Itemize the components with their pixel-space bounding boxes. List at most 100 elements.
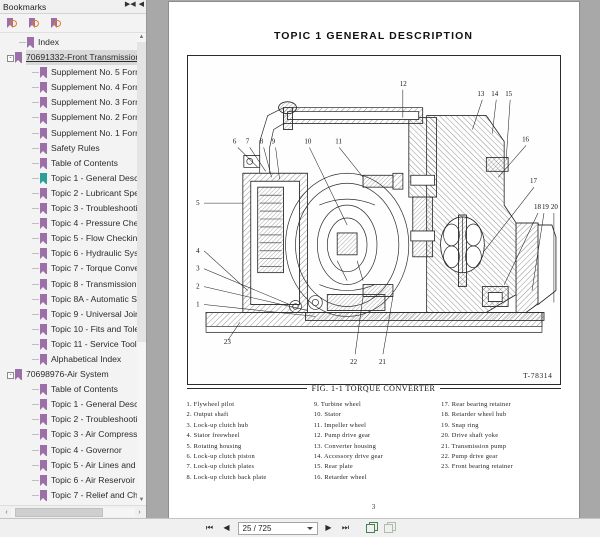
vscroll-thumb[interactable]: [137, 42, 146, 342]
bookmark-icon: [40, 474, 47, 486]
expand-all-icon[interactable]: ▶◀: [124, 1, 136, 8]
bookmark-item[interactable]: -70691332-Front Transmission: [0, 50, 146, 66]
bookmark-label: Topic 8 - Treadle Valve: [51, 503, 138, 506]
bookmark-item[interactable]: Supplement No. 5 Form 70691: [0, 65, 146, 80]
tree-collapse-toggle-icon[interactable]: -: [6, 50, 15, 65]
legend-entry: 7. Lock-up clutch plates: [186, 463, 255, 471]
bookmark-icon: [40, 172, 47, 184]
bookmark-item[interactable]: Topic 2 - Troubleshooting: [0, 412, 146, 427]
previous-page-button[interactable]: ◀: [221, 522, 233, 535]
legend-entry: 14. Accessory drive gear: [313, 452, 384, 460]
page-number-combobox[interactable]: [237, 521, 318, 535]
legend-entry: 12. Pump drive gear: [313, 432, 371, 440]
bookmark-item[interactable]: Topic 6 - Air Reservoir Drain Coc: [0, 473, 146, 488]
bookmark-item[interactable]: Supplement No. 1 Form 70691: [0, 126, 146, 141]
tree-line: [31, 65, 40, 80]
bookmark-icon: [40, 187, 47, 199]
last-page-button[interactable]: ⏭: [340, 522, 352, 535]
document-viewer[interactable]: TOPIC 1 GENERAL DESCRIPTION: [147, 0, 600, 518]
svg-text:4: 4: [196, 247, 200, 255]
bookmark-item[interactable]: Topic 8A - Automatic Shift: [0, 292, 146, 307]
two-page-view-button[interactable]: [383, 522, 397, 534]
svg-text:12: 12: [399, 80, 406, 88]
bookmark-item[interactable]: Supplement No. 4 Form 70691: [0, 80, 146, 95]
bookmark-item[interactable]: Topic 2 - Lubricant Specification: [0, 186, 146, 201]
single-page-view-button[interactable]: [365, 522, 379, 534]
hscroll-left-arrow-icon[interactable]: ‹: [5, 508, 8, 516]
bookmark-label: Topic 2 - Lubricant Specification: [51, 187, 146, 198]
bookmark-item[interactable]: Topic 9 - Universal Joint: [0, 307, 146, 322]
hscroll-thumb[interactable]: [15, 507, 103, 517]
svg-text:9: 9: [271, 137, 275, 145]
bookmark-item[interactable]: Topic 3 - Air Compressor: [0, 427, 146, 442]
bookmark-label: Topic 9 - Universal Joint: [51, 308, 143, 319]
tree-line: [31, 443, 40, 458]
bookmark-item[interactable]: Topic 3 - Troubleshooting: [0, 201, 146, 216]
bookmark-icon: [40, 354, 47, 366]
svg-text:20: 20: [550, 203, 557, 211]
legend-entry: 9. Turbine wheel: [313, 401, 361, 408]
vscroll-track[interactable]: [137, 42, 146, 496]
bookmark-item[interactable]: Alphabetical Index: [0, 352, 146, 367]
hscroll-right-arrow-icon[interactable]: ›: [138, 508, 141, 516]
svg-text:23: 23: [223, 338, 230, 346]
bookmark-item[interactable]: Topic 4 - Pressure Checking: [0, 216, 146, 231]
bookmark-item[interactable]: Topic 5 - Air Lines and Reservoi: [0, 458, 146, 473]
bookmark-item[interactable]: Topic 1 - General Description: [0, 397, 146, 412]
bookmark-item[interactable]: Topic 7 - Relief and Check Valve: [0, 488, 146, 503]
svg-text:15: 15: [505, 90, 512, 98]
page-number-input[interactable]: [242, 523, 301, 533]
new-bookmark-icon[interactable]: [7, 17, 18, 29]
next-page-button[interactable]: ▶: [323, 522, 335, 535]
bookmark-item[interactable]: Topic 10 - Fits and Tolerances: [0, 322, 146, 337]
hscroll-track[interactable]: [11, 507, 135, 517]
tree-line: [31, 261, 40, 276]
bookmark-item[interactable]: Topic 8 - Treadle Valve: [0, 503, 146, 506]
bookmarks-vertical-scrollbar[interactable]: ▲ ▼: [137, 33, 146, 505]
figure-caption-row: FIG. 1-1 TORQUE CONVERTER: [186, 384, 561, 393]
bookmark-item[interactable]: Topic 8 - Transmission: [0, 277, 146, 292]
bookmark-item[interactable]: -70698976-Air System: [0, 367, 146, 382]
svg-text:19: 19: [541, 203, 548, 211]
bookmark-item[interactable]: Topic 7 - Torque Converter: [0, 261, 146, 276]
bookmarks-horizontal-scrollbar[interactable]: ‹ ›: [0, 505, 146, 518]
bookmark-label: Topic 8A - Automatic Shift: [51, 293, 146, 304]
legend-entry: 15. Rear plate: [313, 463, 353, 471]
bookmark-item[interactable]: Index: [0, 35, 146, 50]
bookmark-item[interactable]: Supplement No. 2 Form 70691: [0, 110, 146, 125]
scroll-down-arrow-icon[interactable]: ▼: [138, 497, 145, 503]
bookmark-item[interactable]: Topic 11 - Service Tools: [0, 337, 146, 352]
tree-line: [31, 171, 40, 186]
bookmark-label: Table of Contents: [51, 157, 118, 168]
legend-entry: 3. Lock-up clutch hub: [186, 421, 249, 429]
tree-collapse-toggle-icon[interactable]: -: [6, 367, 15, 382]
svg-text:17: 17: [530, 177, 537, 185]
legend-entry: 11. Impeller wheel: [313, 421, 367, 429]
bookmark-item[interactable]: Topic 5 - Flow Checking: [0, 231, 146, 246]
page-navigation-toolbar: ⏮ ◀ ▶ ⏭: [0, 518, 600, 537]
bookmark-label: Topic 6 - Hydraulic System Com: [51, 248, 146, 259]
first-page-button[interactable]: ⏮: [204, 522, 216, 535]
scroll-up-arrow-icon[interactable]: ▲: [138, 34, 145, 40]
bookmark-item[interactable]: Safety Rules: [0, 141, 146, 156]
bookmark-item[interactable]: Table of Contents: [0, 156, 146, 171]
bookmark-item[interactable]: Table of Contents: [0, 382, 146, 397]
collapse-panel-icon[interactable]: ◀: [138, 1, 144, 8]
tree-line: [31, 307, 40, 322]
torque-converter-cross-section-diagram: 12 13 14 15 16 17 18 19 20 6 7 8: [196, 80, 558, 366]
chevron-down-icon[interactable]: [306, 526, 313, 530]
legend-entry: 22. Pump drive gear: [441, 452, 498, 460]
edit-bookmark-icon[interactable]: [29, 17, 40, 29]
bookmark-item[interactable]: Topic 1 - General Description: [0, 171, 146, 186]
bookmark-item[interactable]: Topic 6 - Hydraulic System Com: [0, 246, 146, 261]
svg-text:7: 7: [245, 137, 249, 145]
delete-bookmark-icon[interactable]: [51, 17, 62, 29]
legend-entry: 16. Retarder wheel: [313, 473, 367, 481]
bookmark-item[interactable]: Supplement No. 3 Form 70691: [0, 95, 146, 110]
bookmark-item[interactable]: Topic 4 - Governor: [0, 443, 146, 458]
tree-line: [31, 186, 40, 201]
tree-line: [31, 352, 40, 367]
